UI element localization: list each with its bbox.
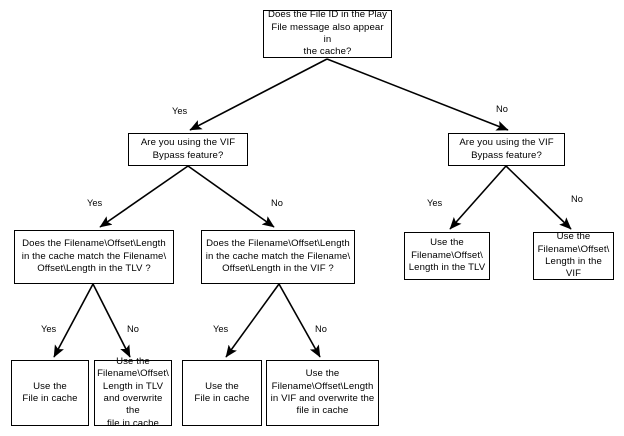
edge-left-bypass-to-vif-question — [187, 165, 275, 228]
node-use-tlv[interactable]: Use the Filename\Offset\ Length in the T… — [404, 232, 490, 280]
edge-root-to-left-bypass — [189, 58, 328, 131]
node-vif-bypass-left[interactable]: Are you using the VIF Bypass feature? — [128, 133, 248, 166]
node-use-vif[interactable]: Use the Filename\Offset\ Length in the V… — [533, 231, 614, 280]
edge-label-root-no: No — [496, 104, 508, 114]
node-root-question[interactable]: Does the File ID in the Play File messag… — [263, 9, 392, 58]
edge-label-left-bypass-no: No — [271, 198, 283, 208]
node-use-cache-2[interactable]: Use the File in cache — [182, 360, 262, 426]
edge-left-bypass-to-tlv-question — [99, 165, 189, 228]
edge-vif-yes-to-use-cache — [225, 283, 280, 358]
edge-right-bypass-to-use-tlv — [449, 165, 507, 230]
edge-right-bypass-to-use-vif — [505, 165, 572, 230]
node-overwrite-vif[interactable]: Use the Filename\Offset\Length in VIF an… — [266, 360, 379, 426]
node-vif-bypass-right[interactable]: Are you using the VIF Bypass feature? — [448, 133, 565, 166]
node-use-cache-1[interactable]: Use the File in cache — [11, 360, 89, 426]
edge-root-to-right-bypass — [326, 58, 509, 131]
node-match-vif-question[interactable]: Does the Filename\Offset\Length in the c… — [201, 230, 355, 284]
node-overwrite-tlv[interactable]: Use the Filename\Offset\ Length in TLV a… — [94, 356, 172, 429]
edge-label-tlv-yes: Yes — [41, 324, 57, 334]
edge-label-vif-yes: Yes — [213, 324, 229, 334]
edge-label-vif-no: No — [315, 324, 327, 334]
edge-tlv-no-to-overwrite — [92, 283, 131, 358]
edge-vif-no-to-overwrite — [278, 283, 321, 358]
node-match-tlv-question[interactable]: Does the Filename\Offset\Length in the c… — [14, 230, 174, 284]
edge-label-root-yes: Yes — [172, 106, 188, 116]
edge-label-right-bypass-no: No — [571, 194, 583, 204]
edge-label-left-bypass-yes: Yes — [87, 198, 103, 208]
edge-label-tlv-no: No — [127, 324, 139, 334]
edge-label-right-bypass-yes: Yes — [427, 198, 443, 208]
edge-tlv-yes-to-use-cache — [53, 283, 94, 358]
